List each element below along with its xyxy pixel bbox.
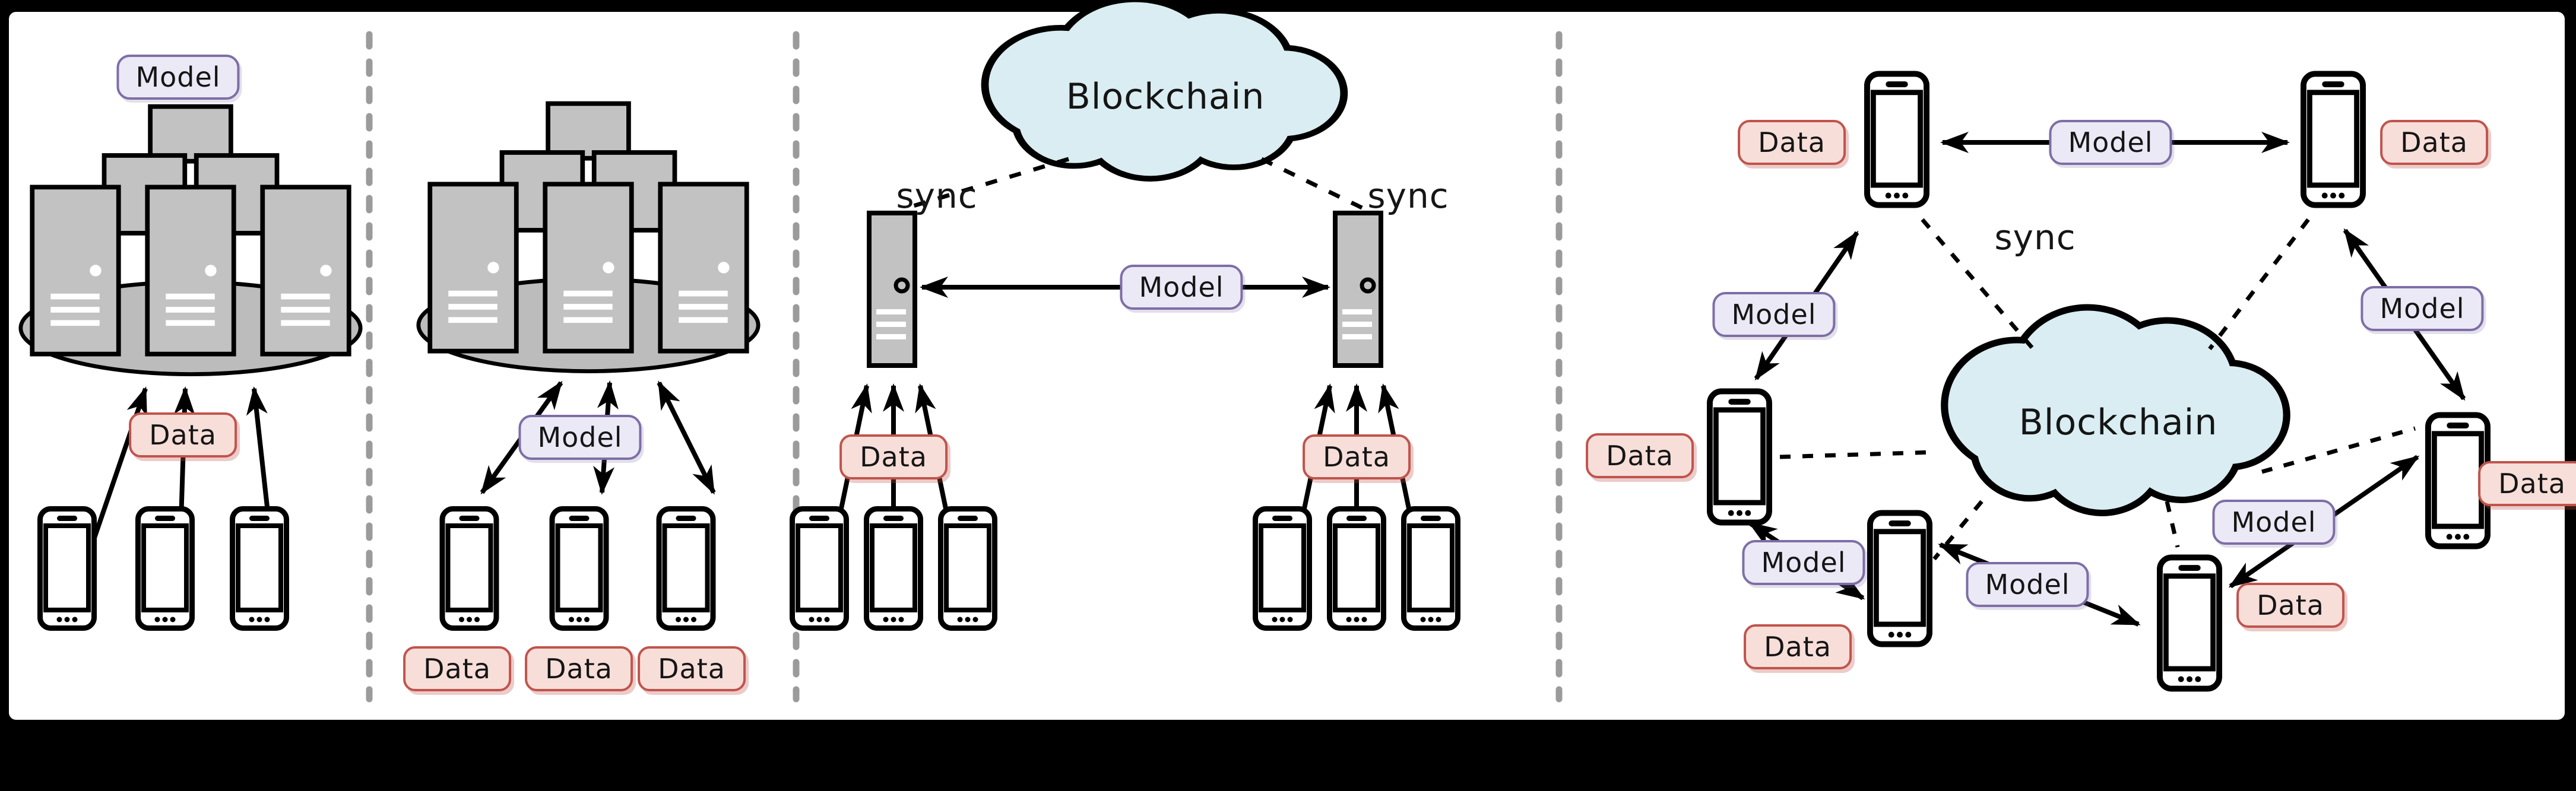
panel3-sync-label-left: sync <box>896 176 978 216</box>
panel1-model-label: Model <box>116 55 240 100</box>
panel4-model-label-lowerleft: Model <box>1742 540 1865 585</box>
panel3-data-label-right: Data <box>1303 434 1411 479</box>
panel1-data-label: Data <box>129 412 237 458</box>
panel3-sync-label-right: sync <box>1367 176 1449 216</box>
panel3-model-label: Model <box>1120 265 1243 310</box>
panel2-data-label-3: Data <box>638 646 746 691</box>
panel2-data-label-2: Data <box>525 646 633 691</box>
panel4-blockchain-label: Blockchain <box>2019 402 2218 443</box>
panel4-model-label-top: Model <box>2049 120 2172 165</box>
panel4-data-label-rightmid: Data <box>2478 461 2576 506</box>
panel4-data-label-leftmid: Data <box>1586 433 1694 478</box>
panel4-data-label-topleft: Data <box>1738 120 1846 165</box>
panel4-model-label-right: Model <box>2360 286 2484 331</box>
panel4-data-label-bottomleft: Data <box>1744 624 1852 669</box>
panel4-data-label-topright: Data <box>2380 120 2488 165</box>
panel4-data-label-bottomctr: Data <box>2236 583 2344 628</box>
panel3-data-label-left: Data <box>839 434 948 479</box>
panel4-model-label-bottomright: Model <box>2212 500 2336 545</box>
panel2-model-label: Model <box>518 415 642 460</box>
panel2-data-label-1: Data <box>403 646 511 691</box>
panel3-blockchain-label: Blockchain <box>1066 76 1265 117</box>
panel4-model-label-upperleft: Model <box>1712 292 1836 337</box>
panel4-sync-label: sync <box>1994 217 2076 258</box>
panel4-model-label-bottom: Model <box>1966 562 2089 607</box>
panel3-sync-dashed-lines <box>902 157 1365 211</box>
